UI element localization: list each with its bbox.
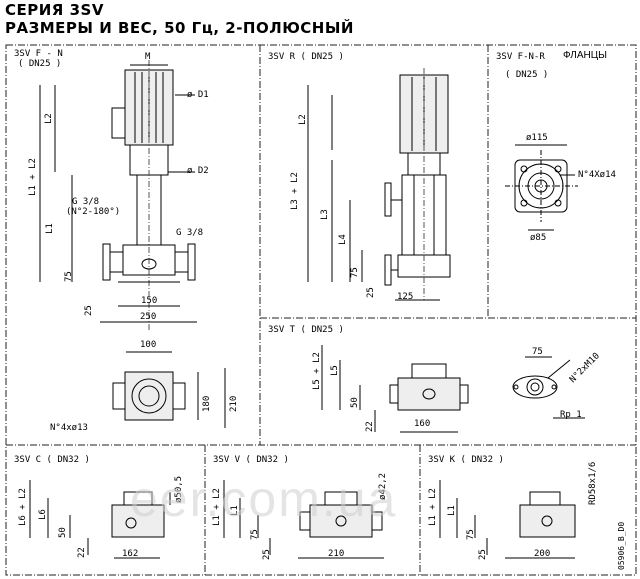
- sheet-subtitle: РАЗМЕРЫ И ВЕС, 50 Гц, 2-ПОЛЮСНЫЙ: [5, 19, 354, 37]
- panel-flange-title-suffix: ФЛАНЦЫ: [563, 50, 607, 61]
- dim-c-l6: L6: [38, 509, 48, 520]
- dim-k-l1-l2: L1 + L2: [428, 488, 438, 526]
- pump-fn-drawing: [39, 60, 226, 428]
- dim-t-75: 75: [532, 347, 543, 357]
- dim-r-l3: L3: [320, 209, 330, 220]
- dim-c-162: 162: [122, 549, 139, 559]
- dim-t-l5-l2: L5 + L2: [312, 352, 322, 390]
- pump-t-drawing: [321, 345, 585, 433]
- dim-c-50: 50: [58, 527, 68, 538]
- panel-c-title: 3SV C ( DN32 ): [14, 455, 90, 465]
- pump-c-drawing: [29, 480, 171, 559]
- dim-r-l2: L2: [298, 114, 308, 125]
- dim-n4x13: N°4xø13: [50, 423, 88, 433]
- dim-d1: ø D1: [187, 90, 209, 100]
- dim-100: 100: [140, 340, 157, 350]
- dim-t-22: 22: [365, 421, 375, 432]
- dim-l1: L1: [45, 223, 55, 234]
- dim-c-l6-l2: L6 + L2: [18, 488, 28, 526]
- panel-t-title: 3SV T ( DN25 ): [268, 325, 344, 335]
- dim-r-l3-l2: L3 + L2: [290, 172, 300, 210]
- dim-210: 210: [229, 395, 239, 412]
- panel-flange-subtitle: ( DN25 ): [505, 70, 549, 80]
- dim-v-75: 75: [250, 529, 260, 540]
- panel-v-title: 3SV V ( DN32 ): [213, 455, 289, 465]
- pump-v-drawing: [223, 480, 384, 559]
- dim-k-200: 200: [534, 549, 551, 559]
- dim-v-25: 25: [262, 549, 272, 560]
- dim-t-l5: L5: [330, 365, 340, 376]
- dim-k-75: 75: [466, 529, 476, 540]
- panel-fn-title: 3SV F - N: [14, 49, 63, 59]
- panel-k-title: 3SV K ( DN32 ): [428, 455, 504, 465]
- dim-g38-c: G 3/8: [176, 228, 204, 238]
- dim-f-85: ø85: [530, 233, 547, 243]
- dim-m: M: [145, 52, 151, 62]
- dim-r-125: 125: [397, 292, 414, 302]
- panel-flange-title: 3SV F-N-R: [496, 52, 545, 62]
- dim-r-25: 25: [366, 287, 376, 298]
- flange-drawing: [505, 144, 578, 231]
- dim-g38-b: (N°2-180°): [66, 207, 121, 217]
- dim-150: 150: [141, 296, 158, 306]
- dim-25: 25: [84, 305, 94, 316]
- watermark: eer.com.ua: [130, 471, 398, 527]
- series-title: СЕРИЯ 3SV: [5, 1, 104, 19]
- dim-c-22: 22: [77, 547, 87, 558]
- dim-d2: ø D2: [187, 166, 209, 176]
- panel-fn-subtitle: ( DN25 ): [18, 59, 62, 69]
- dim-t-160: 160: [414, 419, 431, 429]
- dim-v-210: 210: [328, 549, 345, 559]
- dim-t-rp: Rp 1: [560, 410, 582, 420]
- dim-k-l1: L1: [447, 505, 457, 516]
- pump-k-drawing: [439, 480, 576, 559]
- dim-f-n4x14: N°4Xø14: [578, 170, 616, 180]
- dim-t-50: 50: [350, 397, 360, 408]
- dim-r-l4: L4: [338, 234, 348, 245]
- dim-k-rd: RD58x1/6: [588, 461, 598, 505]
- dim-g38-a: G 3/8: [72, 197, 100, 207]
- dim-250: 250: [140, 312, 157, 322]
- dim-180: 180: [202, 395, 212, 412]
- pump-r-drawing: [307, 68, 451, 301]
- dim-l1-l2: L1 + L2: [28, 158, 38, 196]
- dim-r-75: 75: [350, 267, 360, 278]
- dim-f-115: ø115: [526, 133, 548, 143]
- panel-borders: [5, 44, 637, 576]
- panel-r-title: 3SV R ( DN25 ): [268, 52, 344, 62]
- drawing-code: 05906_B_D0: [617, 521, 626, 570]
- dim-k-25: 25: [478, 549, 488, 560]
- dim-75: 75: [64, 271, 74, 282]
- dim-l2: L2: [44, 113, 54, 124]
